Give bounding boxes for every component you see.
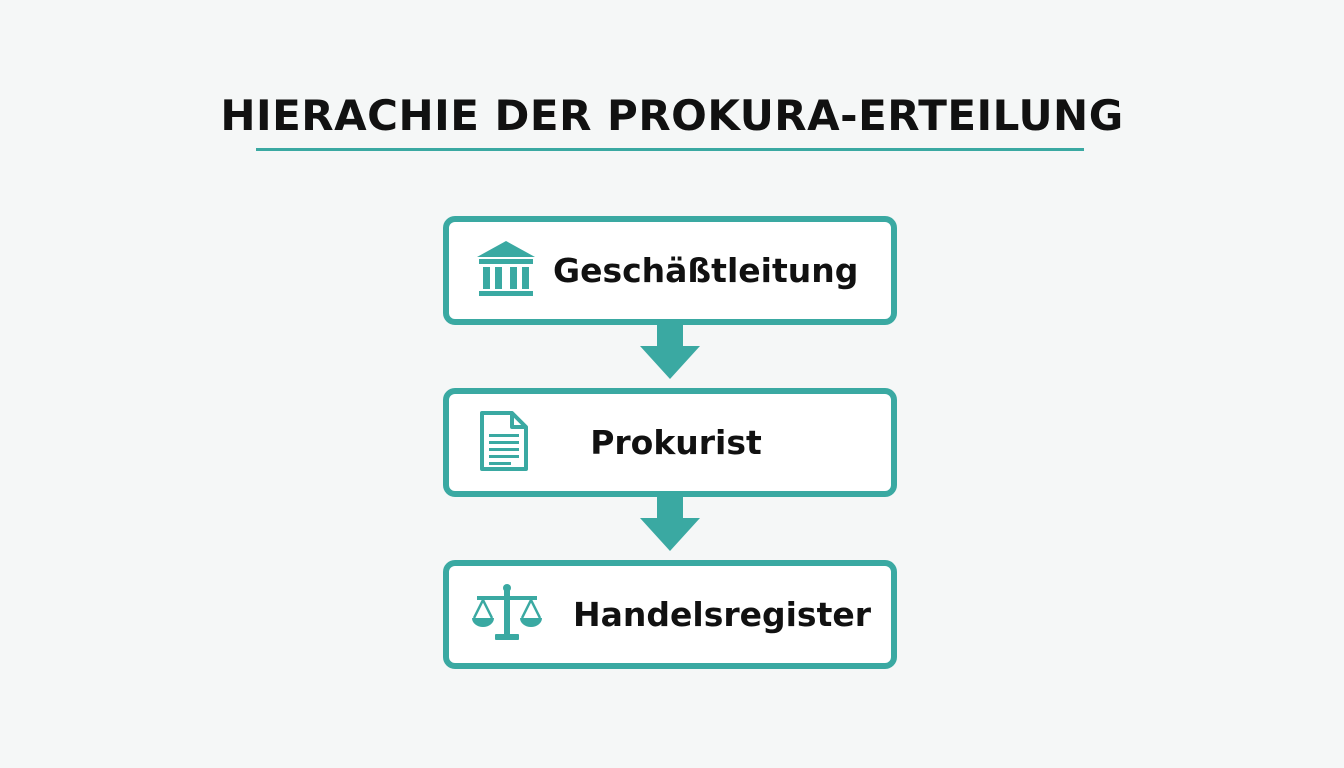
step-box-procurist: Prokurist: [443, 388, 897, 497]
step-label-management: Geschäßtleitung: [553, 251, 859, 290]
document-icon: [478, 410, 530, 476]
step-label-procurist: Prokurist: [590, 423, 762, 462]
arrow-down-icon: [640, 322, 700, 379]
arrow-down-icon: [640, 494, 700, 551]
step-label-commercial-register: Handelsregister: [573, 595, 871, 634]
step-box-management: Geschäßtleitung: [443, 216, 897, 325]
bank-building-icon: [475, 239, 537, 303]
step-box-commercial-register: Handelsregister: [443, 560, 897, 669]
title-underline: [256, 148, 1084, 151]
scales-of-justice-icon: [471, 582, 543, 648]
diagram-title: HIERACHIE DER PROKURA-ERTEILUNG: [220, 91, 1124, 140]
